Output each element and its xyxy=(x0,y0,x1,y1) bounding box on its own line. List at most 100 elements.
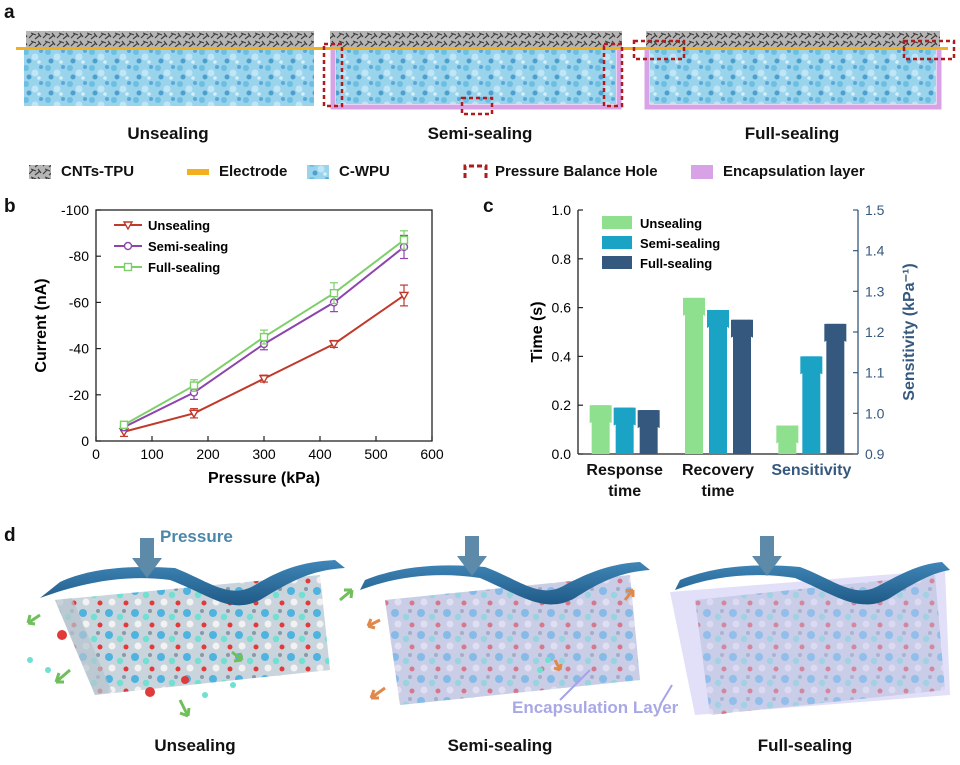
bar-cap xyxy=(589,405,612,424)
legend-label: Unsealing xyxy=(640,216,702,231)
y2-tick-label: 1.1 xyxy=(865,365,885,381)
x-tick-label: 200 xyxy=(196,446,220,462)
legend-label-hole: Pressure Balance Hole xyxy=(495,163,658,180)
plot-frame xyxy=(95,209,433,442)
legend-marker xyxy=(123,241,133,251)
category-label: time xyxy=(702,483,735,500)
data-point xyxy=(188,409,200,419)
category-label: Sensitivity xyxy=(771,462,851,479)
x-tick-label: 0 xyxy=(92,446,100,462)
panel-d-illustrations xyxy=(26,536,950,718)
caption-a-unsealing: Unsealing xyxy=(127,124,209,143)
bar-cap xyxy=(800,356,823,375)
y-tick-label: 0.4 xyxy=(552,348,572,364)
y-tick-label: 1.0 xyxy=(552,202,572,218)
x-tick-label: 600 xyxy=(420,446,444,462)
pressure-balance-hole-right xyxy=(602,42,624,108)
data-point xyxy=(189,381,199,390)
pressure-label: Pressure xyxy=(160,527,233,546)
y-axis-label: Time (s) xyxy=(529,301,546,362)
legend-label: Unsealing xyxy=(148,218,210,233)
data-point xyxy=(328,340,340,350)
category-label: Recovery xyxy=(682,462,754,479)
caption-d-full-sealing: Full-sealing xyxy=(757,736,853,755)
y-tick-label: -100 xyxy=(61,202,89,218)
legend-label: Full-sealing xyxy=(148,260,220,275)
x-tick-label: 100 xyxy=(140,446,164,462)
y2-tick-label: 1.2 xyxy=(865,324,885,340)
legend-icon-encap xyxy=(691,165,713,179)
data-point xyxy=(398,291,410,301)
y-tick-label: -40 xyxy=(69,341,89,357)
y2-tick-label: 1.3 xyxy=(865,283,885,299)
y-axis-label: Current (nA) xyxy=(33,278,50,372)
data-point xyxy=(258,374,270,385)
bar-2-1 xyxy=(802,356,821,454)
y2-tick-label: 1.4 xyxy=(865,243,885,259)
illustration-unsealing xyxy=(26,538,354,718)
encapsulation-layer-label: Encapsulation Layer xyxy=(512,698,679,717)
y-tick-label: -20 xyxy=(69,387,89,403)
device-semi-sealing xyxy=(322,31,636,116)
bar-cap xyxy=(731,319,753,338)
bar-cap xyxy=(707,310,729,329)
legend-label-electrode: Electrode xyxy=(219,163,288,180)
panel-label-b: b xyxy=(4,196,16,217)
pressure-balance-hole-bottom xyxy=(460,96,494,116)
bar-cap xyxy=(776,425,799,444)
bar-cap xyxy=(824,323,847,342)
x-tick-label: 400 xyxy=(308,446,332,462)
y-tick-label: -80 xyxy=(69,248,89,264)
bar-cap xyxy=(613,407,636,426)
legend-label-encap: Encapsulation layer xyxy=(723,163,865,180)
bar-1-2 xyxy=(733,319,751,454)
pressure-balance-hole-right xyxy=(902,39,956,61)
legend-label: Full-sealing xyxy=(640,256,712,271)
bar-2-2 xyxy=(826,323,845,454)
pressure-balance-hole-left xyxy=(322,42,344,108)
y2-tick-label: 1.5 xyxy=(865,202,885,218)
legend-icon-cnt xyxy=(29,165,51,179)
chart-time-sensitivity: 0.00.20.40.60.81.00.91.01.11.21.31.41.5T… xyxy=(529,202,918,500)
y-tick-label: 0 xyxy=(81,433,89,449)
category-label: Response xyxy=(586,462,663,479)
legend-marker xyxy=(122,221,134,231)
y2-tick-label: 0.9 xyxy=(865,446,885,462)
illustration-semi-sealing xyxy=(360,536,650,705)
y-tick-label: 0.0 xyxy=(552,446,572,462)
legend-label-cnt: CNTs-TPU xyxy=(61,163,135,180)
device-full-sealing xyxy=(632,31,956,110)
x-axis-label: Pressure (kPa) xyxy=(208,470,320,487)
illustration-full-sealing xyxy=(659,536,950,715)
x-tick-label: 500 xyxy=(364,446,388,462)
category-label: time xyxy=(608,483,641,500)
legend-swatch xyxy=(602,256,632,269)
legend-swatch xyxy=(602,236,632,249)
legend-marker xyxy=(123,262,133,272)
caption-d-semi-sealing: Semi-sealing xyxy=(447,736,553,755)
panel-a-schematics xyxy=(16,31,956,179)
legend-swatch xyxy=(602,216,632,229)
y-tick-label: 0.2 xyxy=(552,397,572,413)
panel-label-d: d xyxy=(4,525,16,546)
legend-icon-hole xyxy=(463,164,488,178)
legend-label: Semi-sealing xyxy=(640,236,720,251)
y2-axis-label: Sensitivity (kPa⁻¹) xyxy=(901,263,918,400)
panel-label-c: c xyxy=(483,196,494,217)
data-point xyxy=(329,288,339,298)
x-tick-label: 300 xyxy=(252,446,276,462)
bar-cap xyxy=(637,410,660,429)
legend-icon-electrode xyxy=(187,169,209,175)
bar-1-0 xyxy=(685,297,703,454)
caption-a-semi-sealing: Semi-sealing xyxy=(427,124,533,143)
legend-icon-cwpu xyxy=(307,165,329,179)
bar-1-1 xyxy=(709,310,727,454)
data-point xyxy=(119,420,129,430)
caption-a-full-sealing: Full-sealing xyxy=(744,124,840,143)
legend-label-cwpu: C-WPU xyxy=(339,163,390,180)
pressure-balance-hole-left xyxy=(632,39,686,61)
data-point xyxy=(259,332,269,342)
y-tick-label: 0.8 xyxy=(552,251,572,267)
data-point xyxy=(399,235,409,245)
panel-label-a: a xyxy=(4,2,15,23)
